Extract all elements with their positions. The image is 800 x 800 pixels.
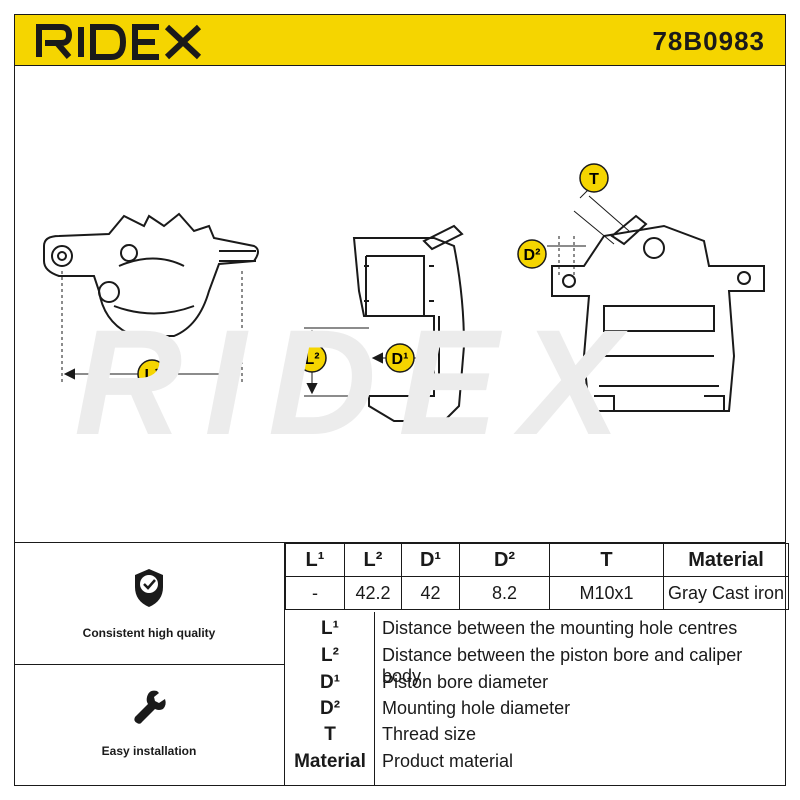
- feature-divider: [14, 664, 284, 665]
- legend-item: Material Product material: [285, 751, 786, 777]
- legend-description: Distance between the mounting hole centr…: [382, 618, 738, 638]
- svg-text:D¹: D¹: [392, 351, 409, 368]
- legend-key: D²: [319, 698, 341, 719]
- legend-item: L¹ Distance between the mounting hole ce…: [285, 618, 786, 644]
- part-number: 78B0983: [652, 26, 765, 56]
- section-divider: [14, 542, 786, 543]
- header-cell-d1: D¹: [401, 543, 460, 577]
- spec-table: L¹ L² D¹ D² T Material - 42.2 42 8.2 M10…: [285, 543, 789, 610]
- value-cell-d1: 42: [401, 576, 460, 610]
- shield-check-icon: [135, 569, 163, 607]
- value-cell-t: M10x1: [549, 576, 664, 610]
- svg-text:L²: L²: [304, 351, 319, 368]
- svg-text:L¹: L¹: [144, 367, 159, 384]
- legend-key: L²: [321, 645, 339, 666]
- caliper-side-view: [551, 214, 765, 412]
- features-panel: Consistent high quality Easy installatio…: [14, 543, 285, 786]
- svg-text:T: T: [589, 171, 599, 188]
- caliper-drawings: L¹ L² D¹ D² T: [43, 163, 765, 422]
- dimension-legend: L¹ Distance between the mounting hole ce…: [285, 612, 786, 786]
- spec-table-header-row: L¹ L² D¹ D² T Material: [285, 543, 789, 577]
- svg-text:D²: D²: [524, 247, 541, 264]
- legend-key: Material: [294, 751, 366, 772]
- badge-d1: D¹: [385, 343, 415, 373]
- legend-divider: [374, 612, 375, 786]
- badge-l1: L¹: [137, 359, 167, 389]
- feature-quality: Consistent high quality: [14, 567, 284, 640]
- badge-t: T: [579, 163, 609, 193]
- caliper-front-view: [43, 212, 259, 337]
- value-cell-l2: 42.2: [344, 576, 402, 610]
- header-cell-t: T: [549, 543, 664, 577]
- header-cell-l1: L¹: [285, 543, 345, 577]
- value-cell-l1: -: [285, 576, 345, 610]
- header-cell-material: Material: [663, 543, 789, 577]
- value-cell-material: Gray Cast iron: [663, 576, 789, 610]
- spec-table-value-row: - 42.2 42 8.2 M10x1 Gray Cast iron: [285, 576, 789, 610]
- legend-key: T: [324, 724, 336, 745]
- legend-item: L² Distance between the piston bore and …: [285, 645, 786, 686]
- header-bar: 78B0983: [14, 14, 786, 66]
- feature-label: Easy installation: [101, 744, 197, 758]
- legend-key: D¹: [319, 672, 341, 693]
- watermark: RIDEX: [74, 298, 643, 466]
- badge-d2: D²: [517, 239, 547, 269]
- badge-l2: L²: [297, 343, 327, 373]
- header-cell-l2: L²: [344, 543, 402, 577]
- feature-label: Consistent high quality: [82, 626, 216, 640]
- legend-item: D¹ Piston bore diameter: [285, 672, 786, 698]
- legend-description: Product material: [382, 751, 514, 771]
- value-cell-d2: 8.2: [459, 576, 550, 610]
- feature-installation: Easy installation: [14, 687, 284, 758]
- wrench-icon: [134, 690, 166, 724]
- legend-description: Piston bore diameter: [382, 672, 549, 692]
- legend-item: T Thread size: [285, 724, 786, 750]
- ridex-logo: [36, 24, 202, 60]
- technical-drawing: RIDEX: [14, 66, 786, 542]
- legend-key: L¹: [321, 618, 339, 639]
- legend-description: Mounting hole diameter: [382, 698, 571, 718]
- legend-item: D² Mounting hole diameter: [285, 698, 786, 724]
- legend-description: Distance between the piston bore and cal…: [382, 645, 743, 686]
- caliper-section-view: [352, 224, 466, 422]
- legend-description: Thread size: [382, 724, 477, 744]
- content-frame: [14, 66, 786, 786]
- header-cell-d2: D²: [459, 543, 550, 577]
